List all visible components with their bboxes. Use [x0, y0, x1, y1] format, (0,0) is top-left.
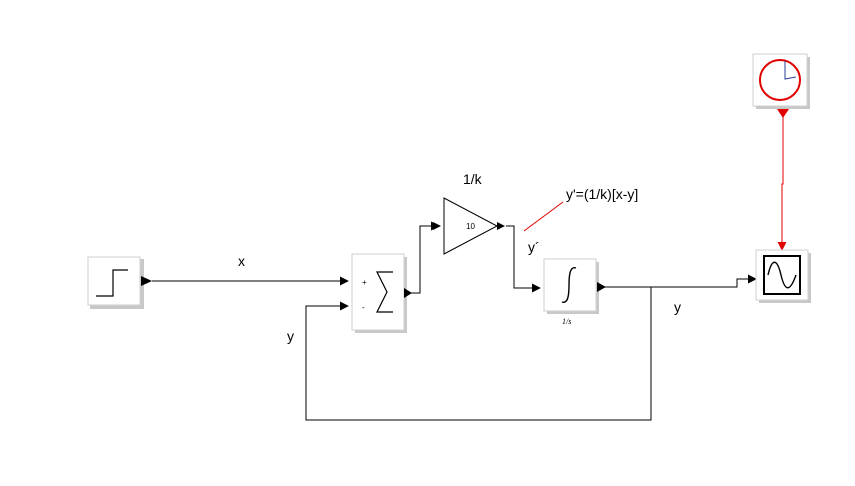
scope-block[interactable]: [755, 249, 811, 303]
clock-event-port[interactable]: [777, 109, 789, 118]
clock-icon: [759, 59, 801, 101]
clock-hands: [784, 61, 797, 80]
sum-output-port[interactable]: [404, 288, 412, 298]
scope-icon: [763, 255, 801, 295]
gain-value: 10: [466, 222, 475, 231]
signal-label-y-output: y: [674, 299, 681, 315]
integrator-output-port[interactable]: [597, 282, 606, 292]
sum-plus-sign: +: [362, 278, 367, 287]
clock-block[interactable]: [752, 53, 810, 118]
signal-label-x: x: [238, 253, 245, 269]
integrator-caption: 1/s: [562, 317, 571, 326]
summation-icon: [376, 271, 393, 313]
wire-y-feedback[interactable]: [305, 287, 652, 421]
gain-triangle-icon: [443, 197, 499, 255]
gain-label: 1/k: [463, 171, 483, 187]
sum-block[interactable]: + -: [351, 253, 412, 333]
gain-output-port[interactable]: [497, 222, 505, 230]
step-source-block[interactable]: [87, 256, 152, 309]
wire-y-output[interactable]: [604, 274, 757, 288]
step-output-port[interactable]: [141, 276, 152, 286]
gain-block[interactable]: 10: [433, 197, 505, 255]
signal-label-y-prime: y´: [528, 239, 540, 255]
wire-y-prime[interactable]: [506, 225, 541, 293]
equation-annotation: y'=(1/k)[x-y]: [566, 186, 638, 202]
integrator-icon: [561, 267, 577, 303]
wire-error[interactable]: [406, 221, 440, 294]
annotation-leader: [523, 201, 564, 232]
sum-minus-sign: -: [362, 303, 365, 312]
scope-waveform: [767, 261, 797, 289]
gain-input-port[interactable]: [433, 222, 441, 230]
step-source-icon: [96, 269, 128, 297]
wire-clock-event[interactable]: [777, 112, 787, 251]
signal-label-y-feedback: y: [287, 328, 294, 344]
integrator-block[interactable]: 1/s: [543, 258, 606, 326]
